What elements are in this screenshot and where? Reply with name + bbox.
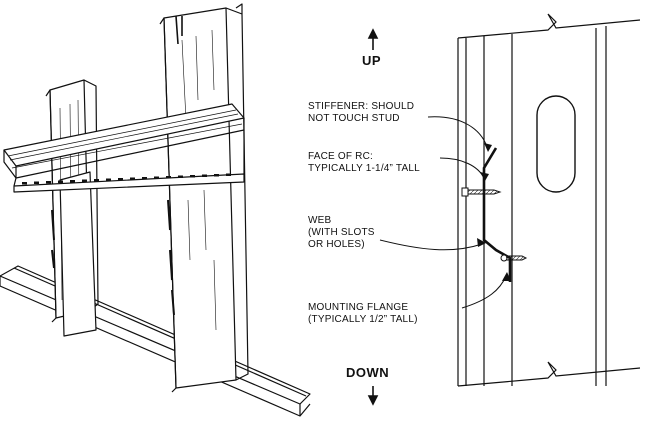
arrow-down-icon [367,386,379,406]
web-label-line2: (WITH SLOTS [308,227,375,238]
channel-slots [22,173,231,185]
arrow-up-icon [367,28,379,50]
stiffener-label-line2: NOT TOUCH STUD [308,113,400,124]
up-label: UP [362,53,382,68]
flange-label: MOUNTING FLANGE (TYPICALLY 1/2” TALL) [308,302,418,326]
face-label-line1: FACE OF RC: [308,151,373,162]
resilient-channel [3,103,245,193]
elevation-detail [379,13,641,387]
stud-middle [59,171,97,337]
leader-web [379,239,483,251]
web-label: WEB (WITH SLOTS OR HOLES) [308,215,375,251]
stiffener-label-line1: STIFFENER: SHOULD [308,101,415,112]
bottom-break-line [457,361,641,387]
flange-label-line2: (TYPICALLY 1/2” TALL) [308,314,418,325]
rc-profile [482,147,512,282]
stud-near [159,3,249,393]
screw-icon [461,187,502,197]
face-label-line2: TYPICALLY 1-1/4” TALL [308,163,420,174]
stiffener-label: STIFFENER: SHOULD NOT TOUCH STUD [308,101,414,125]
top-break-line [457,13,641,39]
isometric-wall-illustration [0,3,311,417]
web-label-line3: OR HOLES) [308,239,365,250]
bottom-track [0,265,311,417]
flange-label-line1: MOUNTING FLANGE [308,302,409,313]
web-label-line1: WEB [308,215,332,226]
stud-knockout-slot [536,95,576,193]
down-label: DOWN [346,365,390,380]
leader-face [439,157,485,179]
face-label: FACE OF RC: TYPICALLY 1-1/4” TALL [308,151,420,175]
screw-icon [500,254,528,262]
